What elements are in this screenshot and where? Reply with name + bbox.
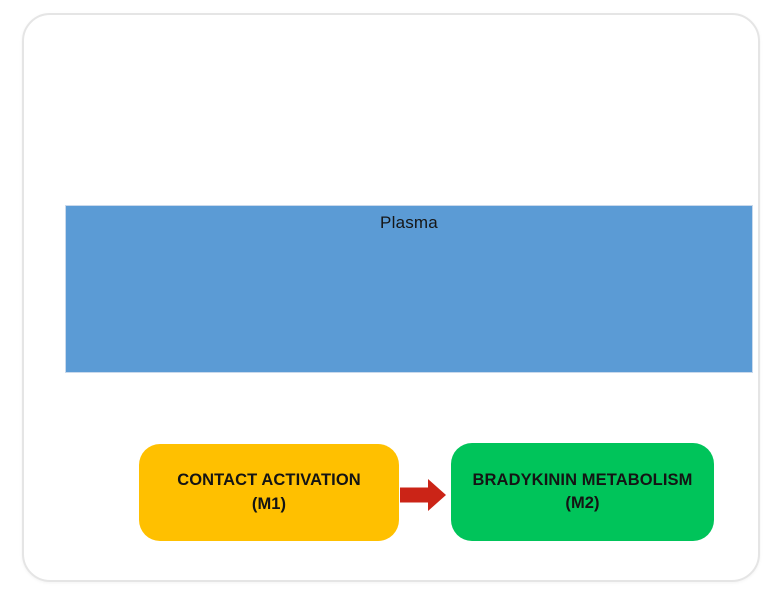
node-contact-activation: CONTACT ACTIVATION (M1) xyxy=(139,444,399,541)
node-bradykinin-metabolism-line2: (M2) xyxy=(565,494,600,512)
plasma-region: Plasma CONTACT ACTIVATION (M1) BRADYKINI… xyxy=(65,205,753,541)
node-contact-activation-line2: (M1) xyxy=(251,494,287,513)
slide-card: Plasma CONTACT ACTIVATION (M1) BRADYKINI… xyxy=(22,13,760,582)
node-contact-activation-line1: CONTACT ACTIVATION xyxy=(177,471,361,490)
node-bradykinin-metabolism: BRADYKININ METABOLISM (M2) xyxy=(451,443,714,541)
plasma-label: Plasma xyxy=(380,213,438,232)
node-bradykinin-metabolism-line1: BRADYKININ METABOLISM xyxy=(472,470,693,489)
arrow-right-icon xyxy=(400,479,446,511)
arrow-right-shape xyxy=(400,479,446,511)
